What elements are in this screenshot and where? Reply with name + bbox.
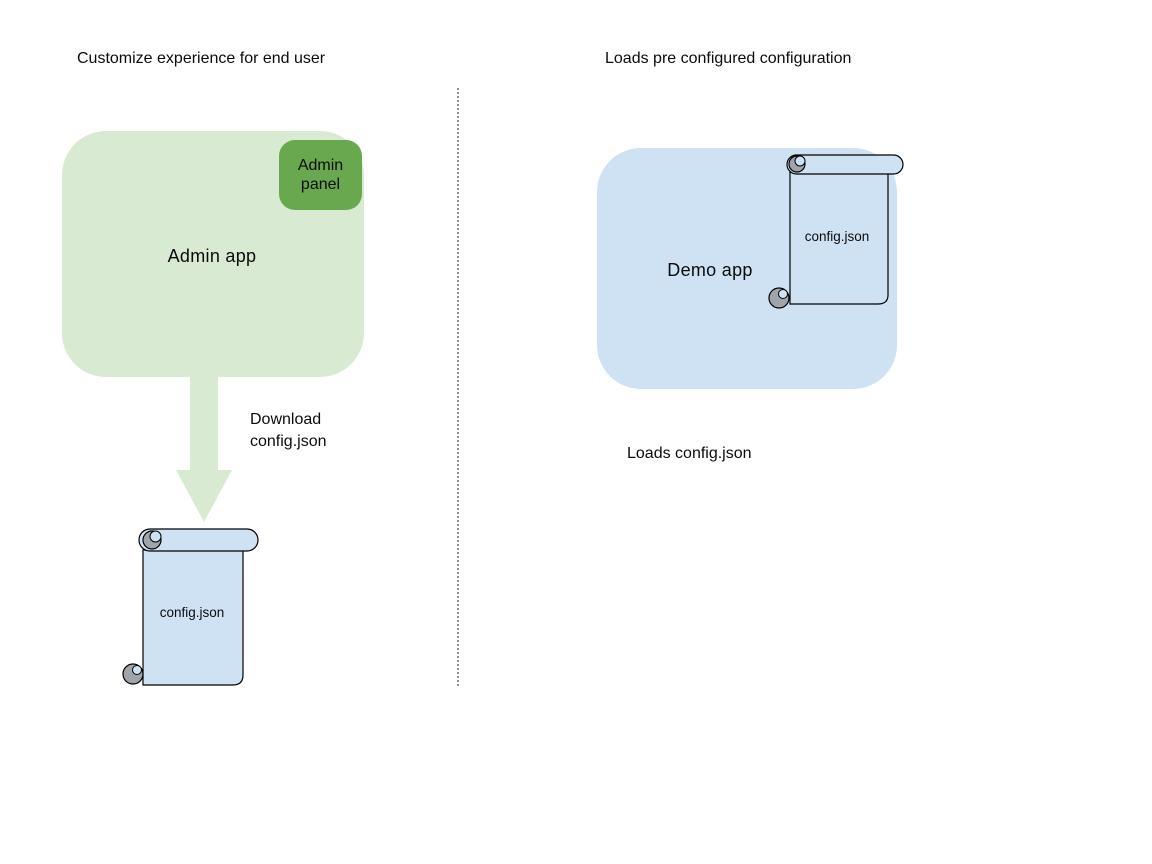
config-file-label: config.json	[159, 605, 225, 620]
demo-config-scroll-icon	[768, 154, 904, 309]
loads-caption: Loads config.json	[627, 445, 752, 462]
admin-app-label: Admin app	[167, 246, 257, 266]
demo-app-label: Demo app	[667, 260, 753, 280]
admin-panel-box: Admin panel	[279, 140, 362, 210]
right-section-title: Loads pre configured configuration	[605, 50, 852, 67]
admin-panel-label: Admin panel	[297, 157, 344, 193]
demo-config-label: config.json	[804, 229, 870, 244]
section-divider	[457, 88, 459, 686]
config-file-scroll-icon	[122, 528, 259, 686]
download-arrow-icon	[176, 376, 232, 522]
download-caption: Download config.json	[250, 411, 327, 450]
left-section-title: Customize experience for end user	[77, 50, 326, 67]
